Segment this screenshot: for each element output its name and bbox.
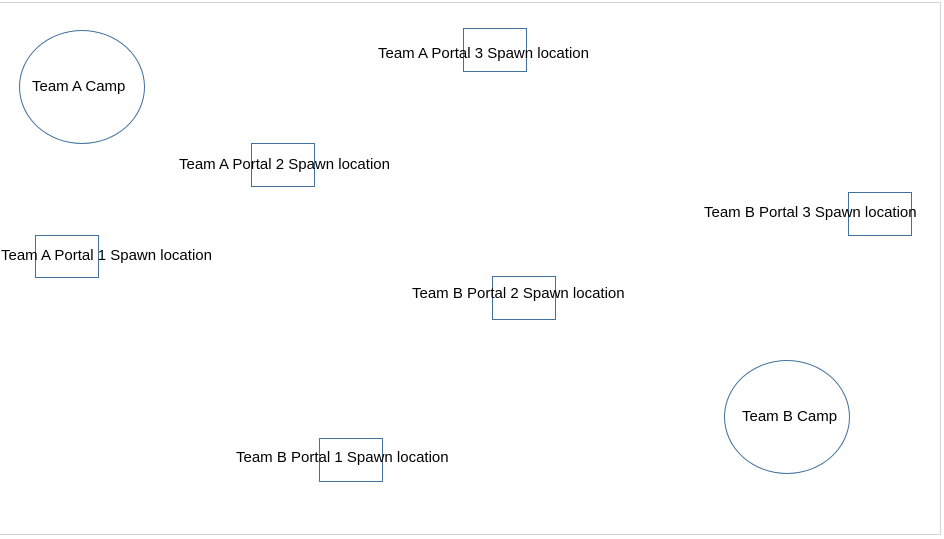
team-a-portal-2-label: Team A Portal 2 Spawn location <box>179 156 390 173</box>
team-b-camp-circle <box>724 360 850 474</box>
team-b-camp-label: Team B Camp <box>742 408 838 425</box>
team-b-portal-3-box <box>848 192 912 236</box>
team-b-portal-2-label: Team B Portal 2 Spawn location <box>412 285 625 302</box>
team-a-portal-1-box <box>35 235 99 278</box>
team-b-portal-2-box <box>492 276 556 320</box>
team-b-portal-3-label: Team B Portal 3 Spawn location <box>704 204 917 221</box>
team-a-portal-3-box <box>463 28 527 72</box>
team-a-portal-2-box <box>251 143 315 187</box>
team-a-camp-circle <box>19 30 145 144</box>
team-a-portal-3-label: Team A Portal 3 Spawn location <box>378 45 589 62</box>
team-a-portal-1-label: Team A Portal 1 Spawn location <box>1 247 212 264</box>
team-b-portal-1-box <box>319 438 383 482</box>
team-b-portal-1-label: Team B Portal 1 Spawn location <box>236 449 449 466</box>
team-a-camp-label: Team A Camp <box>32 78 126 95</box>
